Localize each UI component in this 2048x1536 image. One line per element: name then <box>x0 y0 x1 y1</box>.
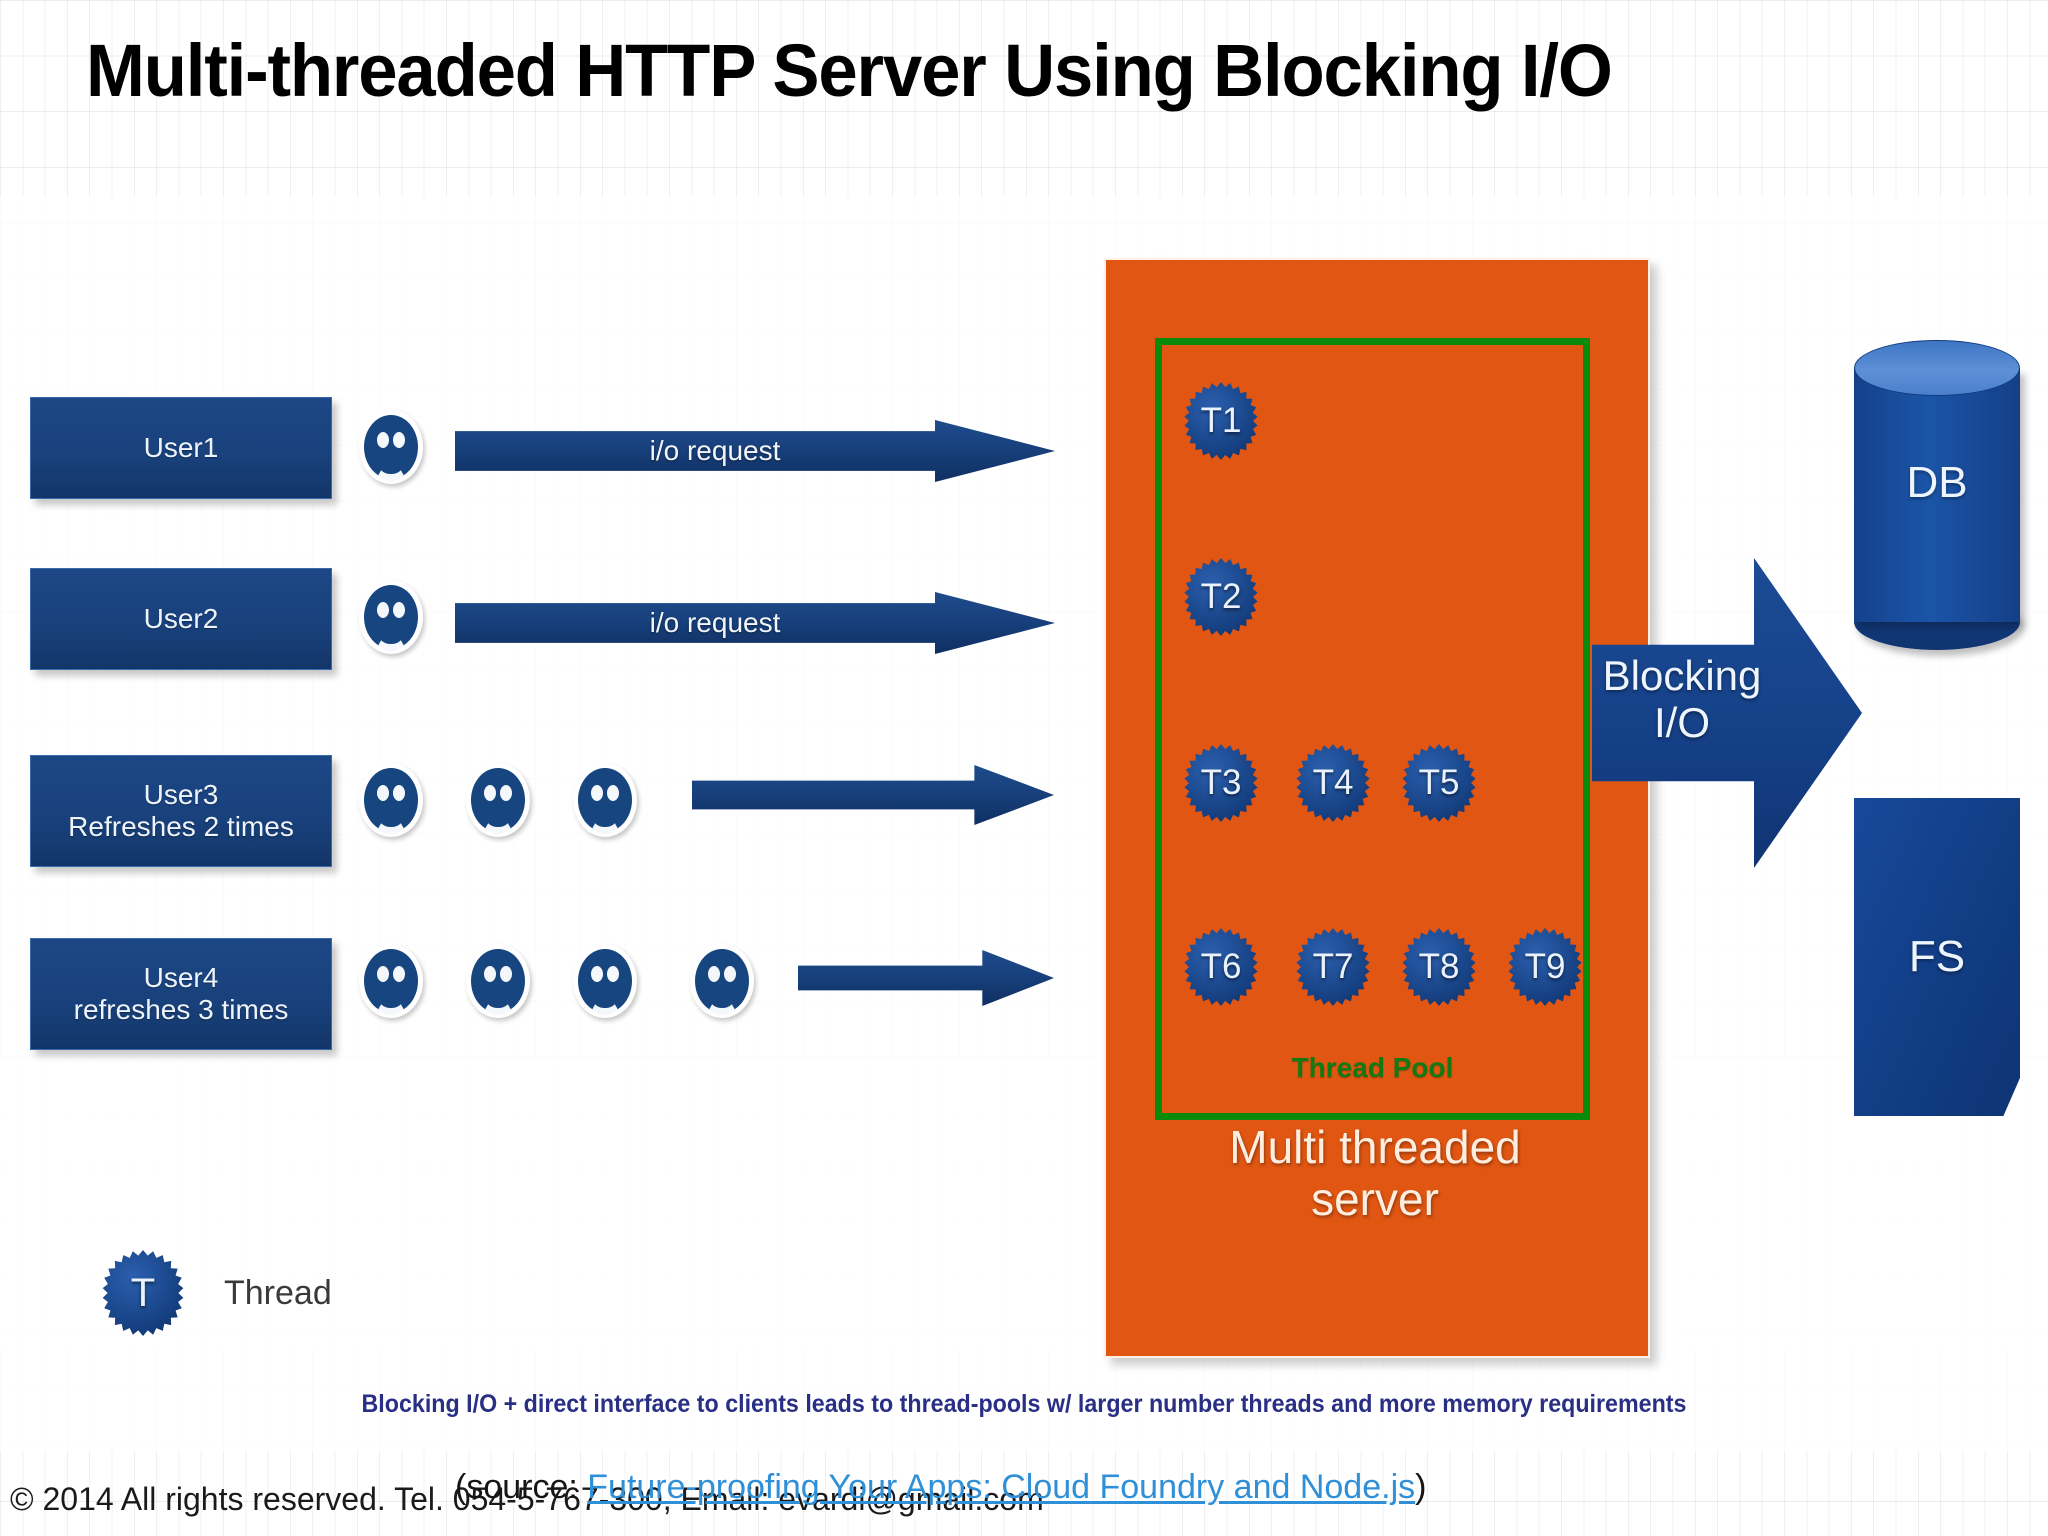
thread-badge-t6: T6 <box>1182 928 1260 1006</box>
server-name-line2: server <box>1311 1172 1439 1225</box>
legend-label: Thread <box>224 1273 332 1312</box>
source-link[interactable]: Future-proofing Your Apps: Cloud Foundry… <box>587 1468 1416 1506</box>
legend-thread-icon: T <box>100 1250 186 1336</box>
user-box-1: User1 <box>30 397 332 499</box>
smiley-icon <box>359 410 423 484</box>
smiley-icon <box>466 763 530 837</box>
thread-label: T6 <box>1200 947 1242 986</box>
user-sub-3: Refreshes 2 times <box>68 811 294 842</box>
source-prefix: (source: <box>455 1468 588 1506</box>
smiley-icon <box>573 944 637 1018</box>
thread-label: T5 <box>1418 763 1460 802</box>
thread-label: T4 <box>1312 763 1354 802</box>
thread-badge-t4: T4 <box>1294 744 1372 822</box>
user-sub-4: refreshes 3 times <box>73 994 289 1025</box>
fs-label: FS <box>1908 932 1966 981</box>
smiley-icon <box>466 944 530 1018</box>
io-request-label-1: i/o request <box>649 435 781 466</box>
smiley-icon <box>359 580 423 654</box>
legend: T Thread <box>100 1250 332 1336</box>
user-box-4: User4 refreshes 3 times <box>30 938 332 1050</box>
user-name-2: User2 <box>143 603 219 635</box>
source-suffix: ) <box>1415 1468 1427 1506</box>
smiley-icon <box>359 763 423 837</box>
thread-label: T3 <box>1200 763 1242 802</box>
io-request-label-2: i/o request <box>649 607 781 638</box>
blocking-io-line1: Blocking <box>1602 652 1762 699</box>
thread-badge-t9: T9 <box>1506 928 1584 1006</box>
user-box-2: User2 <box>30 568 332 670</box>
user-name-3: User3 <box>143 779 219 811</box>
source-line: (source: Future-proofing Your Apps: Clou… <box>455 1468 1426 1507</box>
smiley-icon <box>359 944 423 1018</box>
background-wash-lower <box>0 1060 2048 1350</box>
smiley-icon <box>690 944 754 1018</box>
thread-badge-t1: T1 <box>1182 382 1260 460</box>
copyright-text: © 2014 All rights reserved. Tel. 054-5-7… <box>10 1481 1044 1517</box>
thread-pool-border <box>1155 338 1590 1120</box>
filesystem-box: FS <box>1854 798 2020 1116</box>
server-name-line1: Multi threaded <box>1229 1121 1521 1173</box>
user-name-4: User4 <box>143 962 219 994</box>
db-label: DB <box>1906 458 1968 507</box>
thread-badge-t8: T8 <box>1400 928 1478 1006</box>
thread-label: T7 <box>1312 947 1354 986</box>
thread-label: T9 <box>1524 947 1566 986</box>
page-title: Multi-threaded HTTP Server Using Blockin… <box>86 29 1613 112</box>
thread-badge-t3: T3 <box>1182 744 1260 822</box>
db-body <box>1854 368 2020 622</box>
thread-label: T2 <box>1200 577 1242 616</box>
user-name-1: User1 <box>143 432 219 464</box>
user-box-3: User3 Refreshes 2 times <box>30 755 332 867</box>
server-name-label: Multi threaded server <box>1120 1121 1630 1225</box>
thread-badge-t5: T5 <box>1400 744 1478 822</box>
db-top <box>1854 340 2020 396</box>
blocking-io-label: Blocking I/O <box>1592 652 1772 746</box>
thread-label: T1 <box>1200 401 1242 440</box>
thread-label: T8 <box>1418 947 1460 986</box>
legend-badge-letter: T <box>130 1270 156 1315</box>
thread-pool-label: Thread Pool <box>1291 1052 1454 1083</box>
smiley-icon <box>573 763 637 837</box>
diagram-caption: Blocking I/O + direct interface to clien… <box>361 1390 1687 1418</box>
thread-badge-t7: T7 <box>1294 928 1372 1006</box>
thread-badge-t2: T2 <box>1182 558 1260 636</box>
blocking-io-line2: I/O <box>1653 699 1710 747</box>
database-cylinder: DB <box>1854 340 2020 650</box>
